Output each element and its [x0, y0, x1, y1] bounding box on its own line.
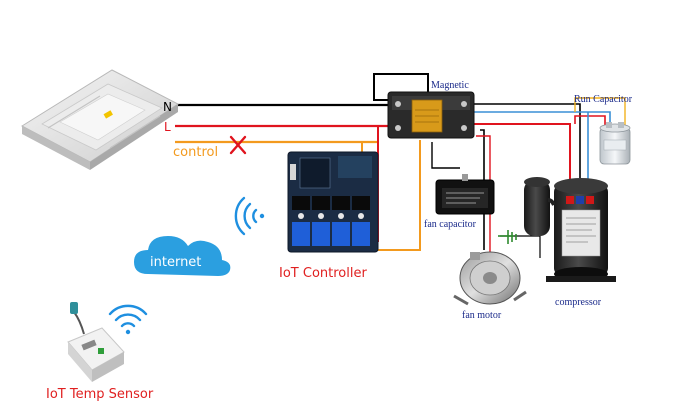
neutral-wire-to-compressor — [470, 103, 581, 178]
fan-motor-icon — [453, 251, 527, 306]
neutral-wire-label: N — [163, 100, 172, 114]
fan-motor-label: fan motor — [462, 310, 502, 321]
iot-controller-label: IoT Controller — [279, 266, 367, 281]
run-capacitor-icon — [599, 122, 631, 165]
live-wire-to-compressor — [470, 123, 571, 180]
fan-capacitor-icon — [435, 174, 495, 215]
compressor-label: compressor — [555, 297, 602, 308]
control-wire-label: control — [173, 145, 218, 160]
temp-sensor-icon — [67, 302, 125, 382]
live-wire-label: L — [164, 120, 171, 134]
magnetic-contactor-icon — [387, 91, 475, 139]
cloud-icon — [134, 236, 231, 276]
controller-wire-orange-2 — [372, 140, 421, 251]
blue-wire — [470, 111, 611, 130]
compressor-to-fan-wire — [500, 235, 541, 258]
live-wire-to-capacitor — [574, 115, 606, 130]
wifi-signal-icon-sensor — [108, 304, 148, 335]
internet-label: internet — [150, 255, 201, 270]
magnetic-label: Magnetic — [431, 80, 469, 91]
fan-capacitor-label: fan capacitor — [424, 219, 477, 230]
coil-loop-wire — [373, 73, 429, 101]
red-x-cut-icon — [229, 135, 247, 155]
iot-temp-sensor-label: IoT Temp Sensor — [46, 387, 154, 402]
wire-to-fan-cap — [431, 142, 460, 169]
compressor-icon — [524, 177, 616, 282]
run-capacitor-label: Run Capacitor — [574, 94, 633, 105]
ground-icon — [498, 230, 517, 244]
iot-relay-board-icon — [287, 151, 379, 253]
orange-wire-capacitor — [574, 97, 626, 130]
wifi-signal-icon — [234, 196, 265, 236]
ceiling-cassette-ac-icon — [20, 69, 179, 170]
